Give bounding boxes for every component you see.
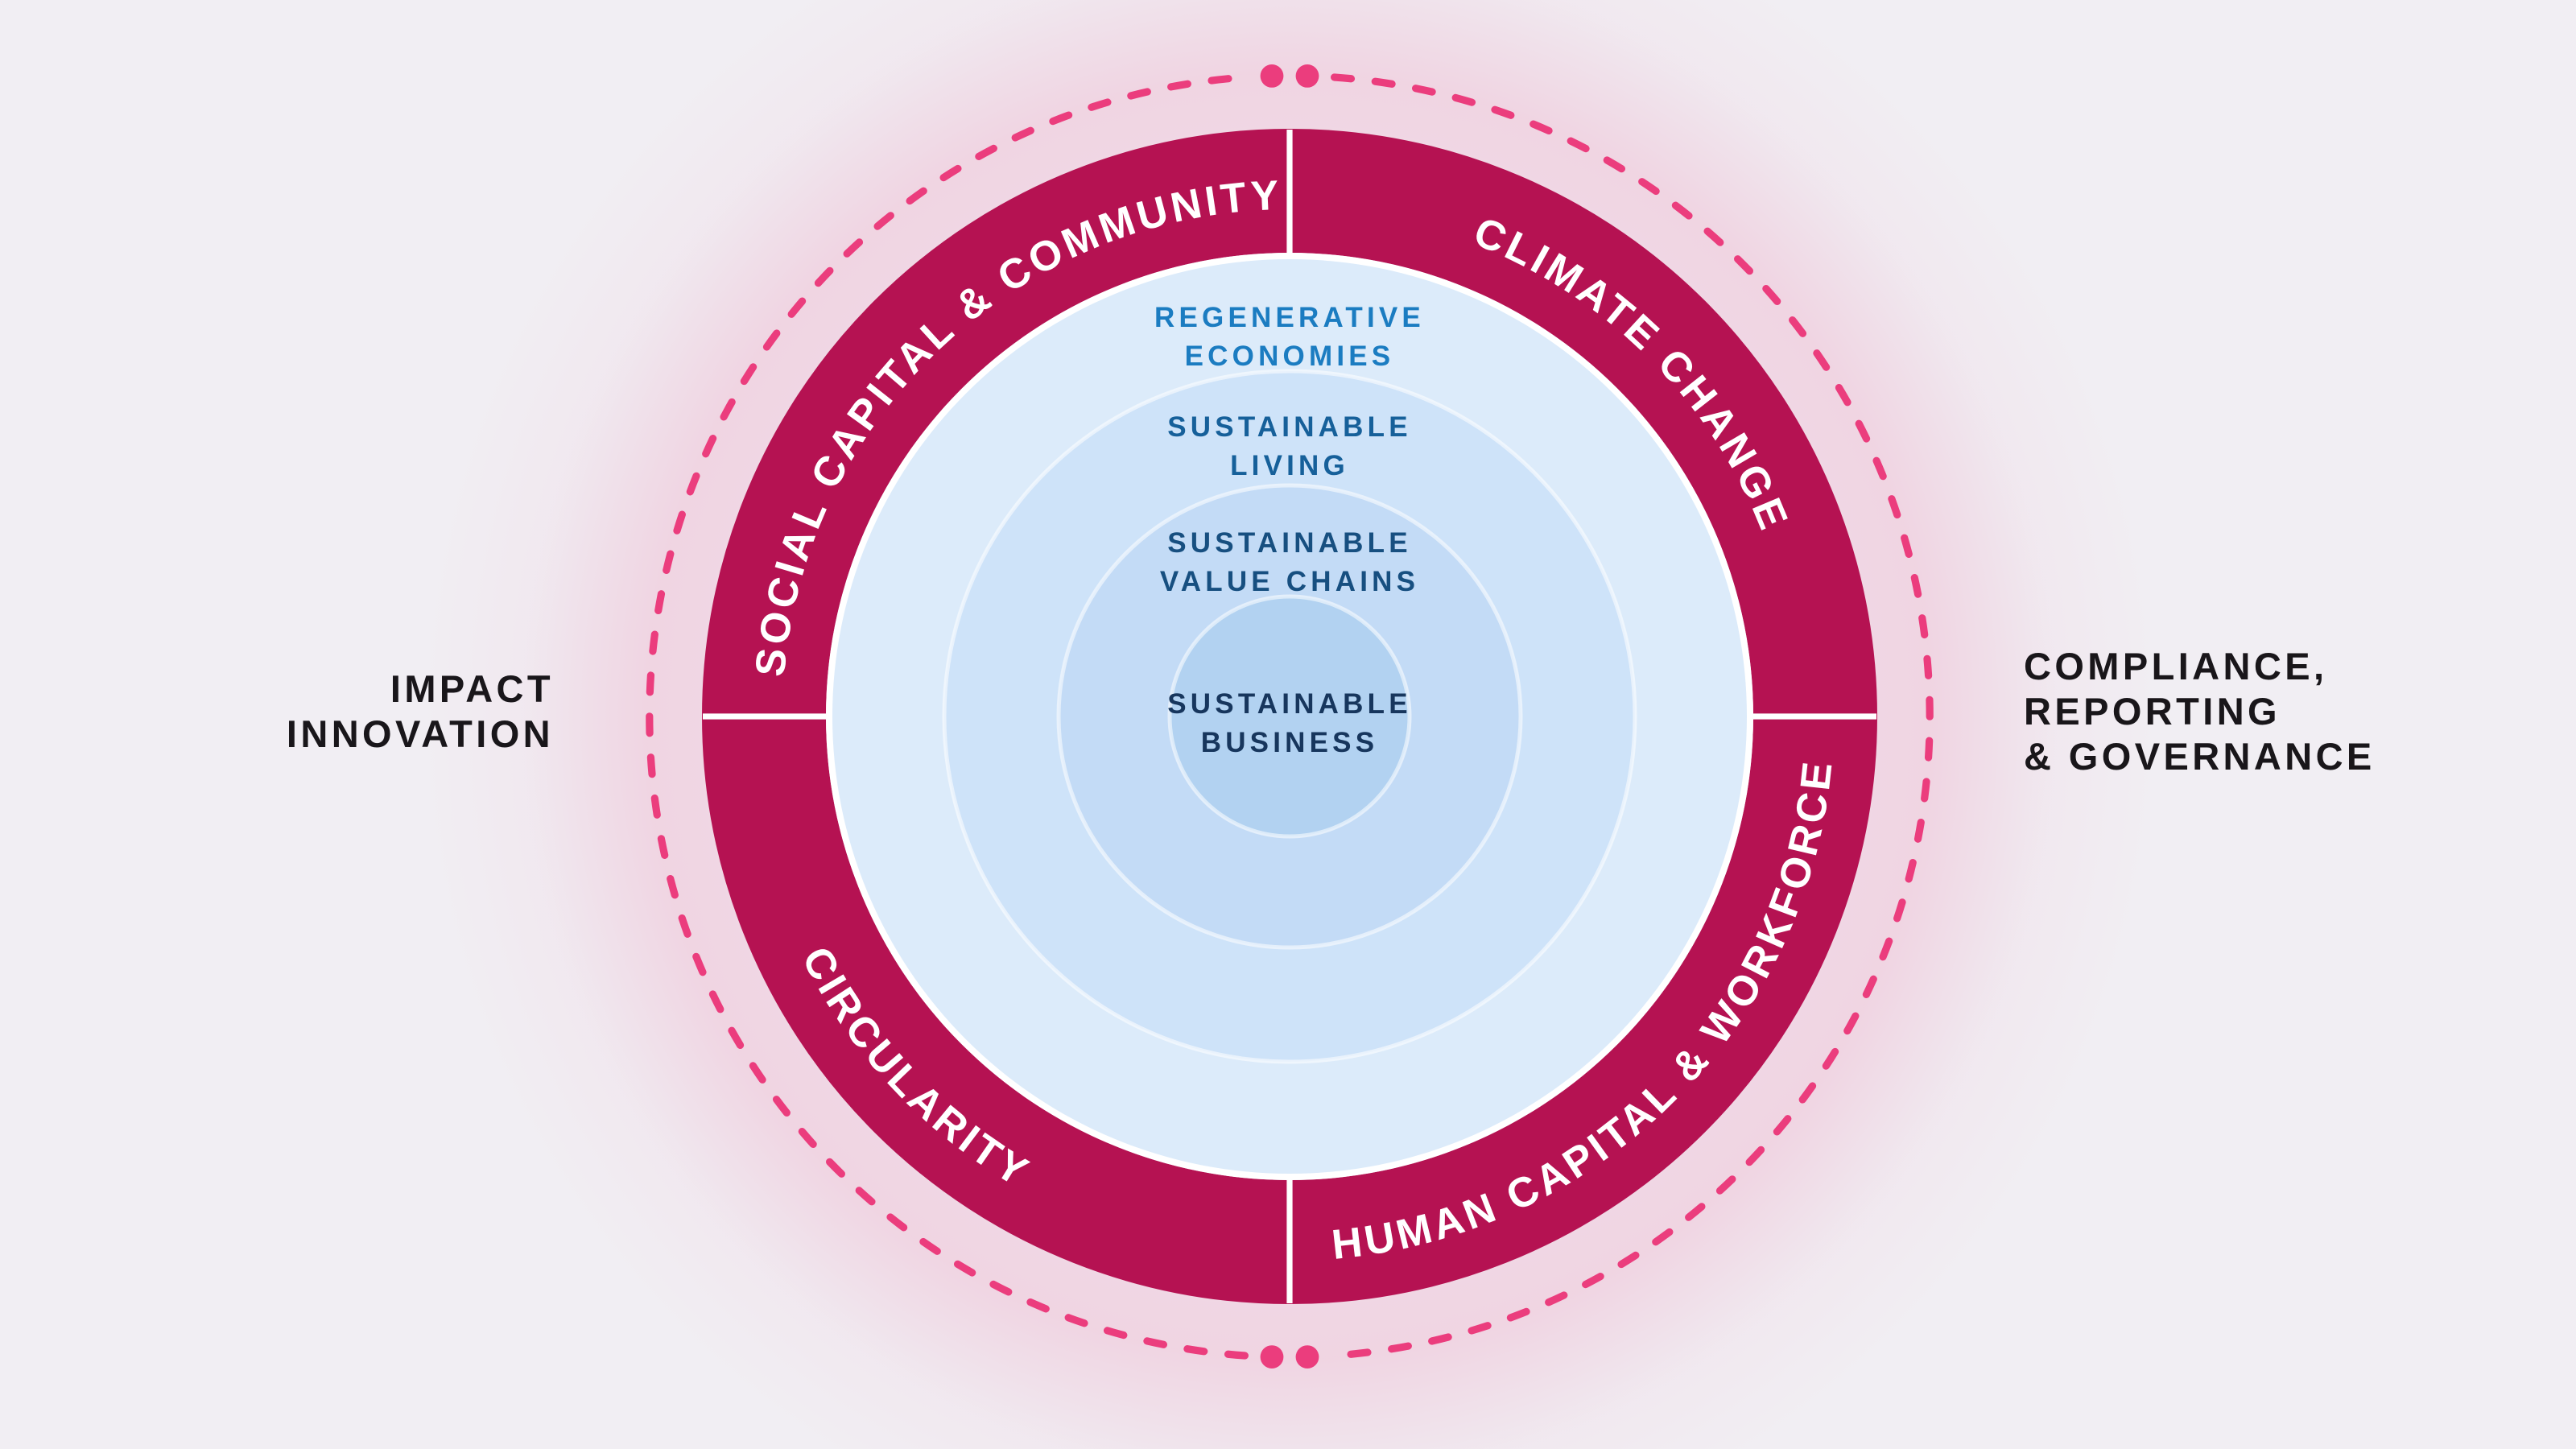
zone-label-sustainable-business: SUSTAINABLE BUSINESS bbox=[1167, 688, 1412, 758]
zone-label-line: SUSTAINABLE bbox=[1167, 527, 1412, 559]
side-label-line: & GOVERNANCE bbox=[2024, 735, 2376, 778]
side-label-compliance-reporting-governance: COMPLIANCE, REPORTING & GOVERNANCE bbox=[2024, 645, 2376, 778]
zone-label-line: VALUE CHAINS bbox=[1160, 566, 1419, 597]
zone-label-line: REGENERATIVE bbox=[1154, 302, 1425, 333]
side-label-line: COMPLIANCE, bbox=[2024, 645, 2327, 687]
side-label-line: IMPACT bbox=[390, 667, 554, 710]
dashed-circle-right-arc bbox=[1331, 73, 1934, 1360]
zone-label-sustainable-living: SUSTAINABLE LIVING bbox=[1167, 411, 1412, 481]
zone-label-line: BUSINESS bbox=[1201, 727, 1379, 758]
top-dot-right bbox=[1295, 64, 1319, 88]
zone-label-sustainable-value-chains: SUSTAINABLE VALUE CHAINS bbox=[1160, 527, 1419, 597]
zone-label-regenerative-economies: REGENERATIVE ECONOMIES bbox=[1154, 302, 1425, 372]
side-label-line: REPORTING bbox=[2024, 690, 2281, 733]
zone-label-line: LIVING bbox=[1230, 450, 1349, 481]
zone-label-line: ECONOMIES bbox=[1185, 341, 1395, 372]
bottom-dot-left bbox=[1260, 1345, 1284, 1368]
side-label-impact-innovation: IMPACT INNOVATION bbox=[287, 667, 554, 755]
zone-label-line: SUSTAINABLE bbox=[1167, 411, 1412, 443]
zone-sustainable-business bbox=[1167, 594, 1412, 839]
top-dot-left bbox=[1260, 64, 1284, 88]
dashed-circle-left-arc bbox=[646, 73, 1249, 1360]
side-label-line: INNOVATION bbox=[287, 712, 554, 755]
bottom-dot-right bbox=[1295, 1345, 1319, 1368]
zone-label-line: SUSTAINABLE bbox=[1167, 688, 1412, 720]
